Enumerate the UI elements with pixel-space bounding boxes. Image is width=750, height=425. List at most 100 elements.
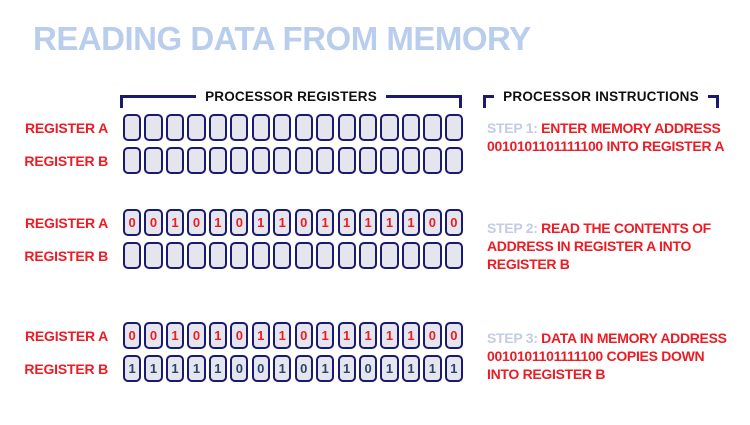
register-cell [358, 114, 378, 141]
register-b-label: REGISTER B [24, 152, 108, 169]
register-cell [423, 114, 442, 141]
register-cell: 0 [423, 322, 442, 349]
register-cell [294, 114, 313, 141]
register-cell [294, 147, 313, 174]
register-cell [358, 242, 378, 269]
register-cell [144, 114, 163, 141]
register-cell: 0 [251, 355, 270, 382]
register-cell: 1 [401, 355, 421, 382]
register-a-label: REGISTER A [24, 214, 108, 231]
register-cell [208, 114, 227, 141]
register-cell [273, 114, 292, 141]
register-cell [316, 147, 335, 174]
register-cell: 1 [273, 355, 292, 382]
register-b-cells [123, 242, 463, 269]
register-a-cells [123, 114, 463, 141]
register-cell: 1 [444, 355, 463, 382]
register-a-row: REGISTER A [10, 114, 463, 141]
bracket-line-right [385, 95, 462, 108]
step-3-text: DATA IN MEMORY ADDRESS 0010101101111100 … [487, 330, 727, 382]
register-cell [337, 114, 356, 141]
register-cell: 1 [316, 355, 335, 382]
step-1-text: ENTER MEMORY ADDRESS 0010101101111100 IN… [487, 120, 725, 154]
register-cell: 1 [423, 355, 442, 382]
register-cell: 1 [380, 355, 399, 382]
register-cell [401, 242, 421, 269]
register-cell: 1 [208, 209, 227, 236]
register-cell [380, 147, 399, 174]
register-cell [123, 242, 142, 269]
register-cell [123, 147, 142, 174]
register-cell: 0 [444, 322, 463, 349]
register-cell: 0 [444, 209, 463, 236]
register-cell [208, 147, 227, 174]
register-cell: 1 [401, 322, 421, 349]
step-2-instruction: STEP 2: READ THE CONTENTS OF ADDRESS IN … [487, 219, 737, 273]
register-cell: 1 [337, 322, 356, 349]
register-a-label: REGISTER A [24, 327, 108, 344]
register-cell [144, 147, 163, 174]
bracket-line-left [483, 95, 495, 108]
register-cell: 1 [380, 322, 399, 349]
register-cell: 1 [144, 355, 163, 382]
register-cell [273, 242, 292, 269]
register-cell: 1 [337, 209, 356, 236]
register-b-row: REGISTER B [10, 242, 463, 269]
register-cell: 1 [251, 322, 270, 349]
register-cell [294, 242, 313, 269]
register-cell: 1 [165, 322, 185, 349]
step-1-instruction: STEP 1: ENTER MEMORY ADDRESS 00101011011… [487, 119, 737, 155]
register-cell [316, 242, 335, 269]
register-cell [144, 242, 163, 269]
register-cell: 1 [273, 322, 292, 349]
register-cell: 0 [294, 209, 313, 236]
step-3-instruction: STEP 3: DATA IN MEMORY ADDRESS 001010110… [487, 329, 737, 383]
register-b-cells [123, 147, 463, 174]
processor-instructions-label: PROCESSOR INSTRUCTIONS [503, 89, 699, 104]
bracket-line-left [120, 95, 197, 108]
register-b-label: REGISTER B [24, 360, 108, 377]
register-cell: 1 [165, 209, 185, 236]
register-cell: 1 [316, 209, 335, 236]
bracket-line-right [707, 95, 720, 108]
page-title: READING DATA FROM MEMORY [33, 20, 531, 57]
register-cell: 0 [187, 209, 206, 236]
register-b-label: REGISTER B [24, 247, 108, 264]
register-cell [423, 242, 442, 269]
register-cell [444, 242, 463, 269]
register-cell [337, 147, 356, 174]
register-cell [423, 147, 442, 174]
register-a-label: REGISTER A [24, 119, 108, 136]
register-cell: 1 [273, 209, 292, 236]
register-cell: 1 [358, 209, 378, 236]
register-cell [187, 242, 206, 269]
register-cell [337, 242, 356, 269]
processor-instructions-header: PROCESSOR INSTRUCTIONS [483, 89, 720, 110]
register-cell [251, 147, 270, 174]
register-cell: 0 [144, 209, 163, 236]
register-cell [316, 114, 335, 141]
step-3-number: STEP 3: [487, 330, 538, 346]
register-cell [251, 114, 270, 141]
register-cell: 0 [294, 322, 313, 349]
register-cell: 1 [123, 355, 142, 382]
register-cell [444, 114, 463, 141]
processor-registers-header: PROCESSOR REGISTERS [120, 89, 462, 110]
register-cell: 1 [316, 322, 335, 349]
register-cell [251, 242, 270, 269]
register-cell: 1 [187, 355, 206, 382]
register-cell: 1 [165, 355, 185, 382]
step-2-text: READ THE CONTENTS OF ADDRESS IN REGISTER… [487, 220, 711, 272]
register-cell [165, 242, 185, 269]
register-cell: 0 [230, 209, 249, 236]
register-cell: 0 [123, 322, 142, 349]
register-cell [165, 114, 185, 141]
